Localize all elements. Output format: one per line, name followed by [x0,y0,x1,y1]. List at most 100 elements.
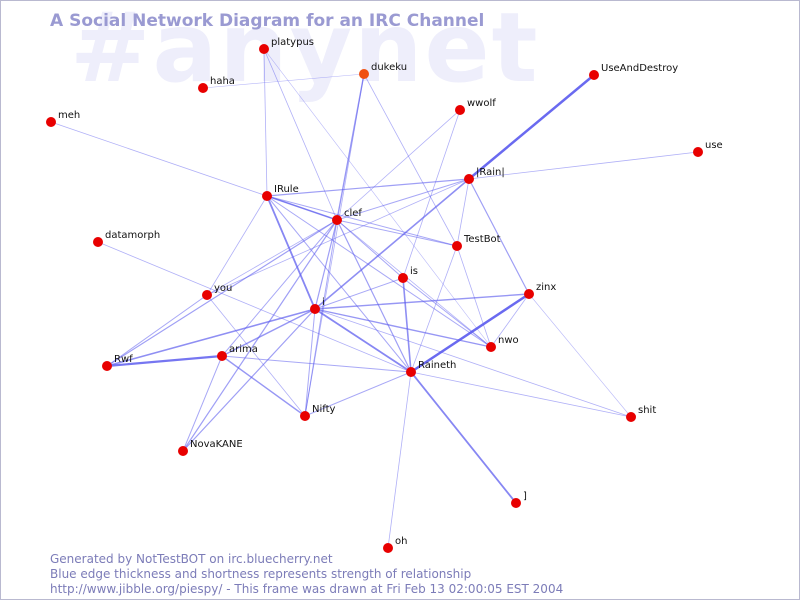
edge-you-Rwf [106,294,208,367]
footer-url-timestamp: http://www.jibble.org/piespy/ - This fra… [50,582,564,596]
edge-Raineth-bracket [410,371,517,504]
edge-Raineth-oh [387,371,412,549]
node-dot[interactable] [524,289,534,299]
node-label: TestBot [463,234,501,245]
node-dot[interactable] [398,273,408,283]
edge-datamorph-Raineth [97,241,412,373]
node-dot[interactable] [178,446,188,456]
node-dot[interactable] [202,290,212,300]
edge-clef-Rwf [106,219,338,367]
node-arima[interactable]: arima [217,344,258,361]
node-dot[interactable] [589,70,599,80]
node-label: |Rain| [476,167,505,178]
node-dot[interactable] [198,83,208,93]
node-wwolf[interactable]: wwolf [455,98,496,115]
node-dot[interactable] [359,69,369,79]
edge-clef-i [314,219,338,310]
node-datamorph[interactable]: datamorph [93,230,160,247]
edge-Rwf-arima [105,354,224,368]
node-nwo[interactable]: nwo [486,335,519,352]
node-is[interactable]: is [398,266,418,283]
node-label: Rwf [114,354,133,365]
edge-zinx-Raineth [409,292,531,374]
node-UseAndDestroy[interactable]: UseAndDestroy [589,63,678,80]
node-label: meh [58,110,80,121]
node-dot[interactable] [511,498,521,508]
node-TestBot[interactable]: TestBot [452,234,501,251]
node-NovaKANE[interactable]: NovaKANE [178,439,243,456]
node-you[interactable]: you [202,283,232,300]
edge-TestBot-nwo [456,245,492,348]
edge-dukeku-Nifty [304,73,365,417]
node-dot[interactable] [383,543,393,553]
node-clef[interactable]: clef [332,208,362,225]
node-Rwf[interactable]: Rwf [102,354,133,371]
edge-platypus-clef [263,48,338,221]
node-label: UseAndDestroy [601,63,678,74]
node-bracket[interactable]: ] [511,491,527,508]
node-i[interactable]: i [310,297,325,314]
edge-clef-nwo [336,219,492,348]
edge-IRainI-i [314,178,470,310]
edge-IRainI-zinx [468,178,530,295]
edge-i-Raineth [314,308,412,373]
edge-IRainI-IRule [266,178,470,197]
node-dot[interactable] [300,411,310,421]
edge-Nifty-clef [304,219,338,417]
node-dot[interactable] [217,351,227,361]
edge-arima-Nifty [221,355,306,417]
edge-is-Raineth [402,277,412,373]
node-dot[interactable] [102,361,112,371]
edge-IRule-clef [266,195,338,221]
edge-IRainI-TestBot [456,178,470,247]
edge-i-arima [221,308,316,357]
edge-i-Rwf [106,308,316,367]
node-platypus[interactable]: platypus [259,37,314,54]
edge-i-NovaKANE [182,308,316,452]
node-label: datamorph [105,230,160,241]
node-haha[interactable]: haha [198,76,235,93]
node-dot[interactable] [46,117,56,127]
edge-IRule-TestBot [266,195,458,247]
node-dot[interactable] [332,215,342,225]
edge-zinx-shit [528,293,632,418]
footer: Generated by NotTestBOT on irc.bluecherr… [50,552,563,597]
node-label: NovaKANE [190,439,243,450]
node-dot[interactable] [262,191,272,201]
node-label: Raineth [418,360,456,371]
node-label: Nifty [312,404,336,415]
node-label: use [705,140,723,151]
edge-is-i [314,277,404,310]
edge-TestBot-Raineth [410,245,458,373]
node-Raineth[interactable]: Raineth [406,360,456,377]
node-dot[interactable] [626,412,636,422]
node-shit[interactable]: shit [626,405,656,422]
node-dot[interactable] [310,304,320,314]
node-dot[interactable] [259,44,269,54]
node-dot[interactable] [455,105,465,115]
node-Nifty[interactable]: Nifty [300,404,336,421]
node-dot[interactable] [452,241,462,251]
node-IRule[interactable]: IRule [262,184,299,201]
edge-clef-arima [221,219,338,357]
channel-watermark: #anynet [70,0,540,104]
node-dot[interactable] [406,367,416,377]
node-use[interactable]: use [693,140,723,157]
node-dot[interactable] [486,342,496,352]
node-oh[interactable]: oh [383,536,407,553]
edge-arima-NovaKANE [182,355,223,452]
node-dukeku[interactable]: dukeku [359,62,407,79]
edge-zinx-nwo [490,293,530,348]
node-dot[interactable] [464,174,474,184]
edge-clef-is [336,219,404,279]
node-dot[interactable] [93,237,103,247]
node-dot[interactable] [693,147,703,157]
node-meh[interactable]: meh [46,110,80,127]
node-IRainI[interactable]: |Rain| [464,167,505,184]
edge-layer [50,48,699,549]
node-zinx[interactable]: zinx [524,282,556,299]
edge-Raineth-Nifty [304,371,412,417]
edge-dukeku-haha [202,73,365,89]
edge-platypus-IRule [263,48,268,197]
edge-Raineth-arima [221,355,412,373]
